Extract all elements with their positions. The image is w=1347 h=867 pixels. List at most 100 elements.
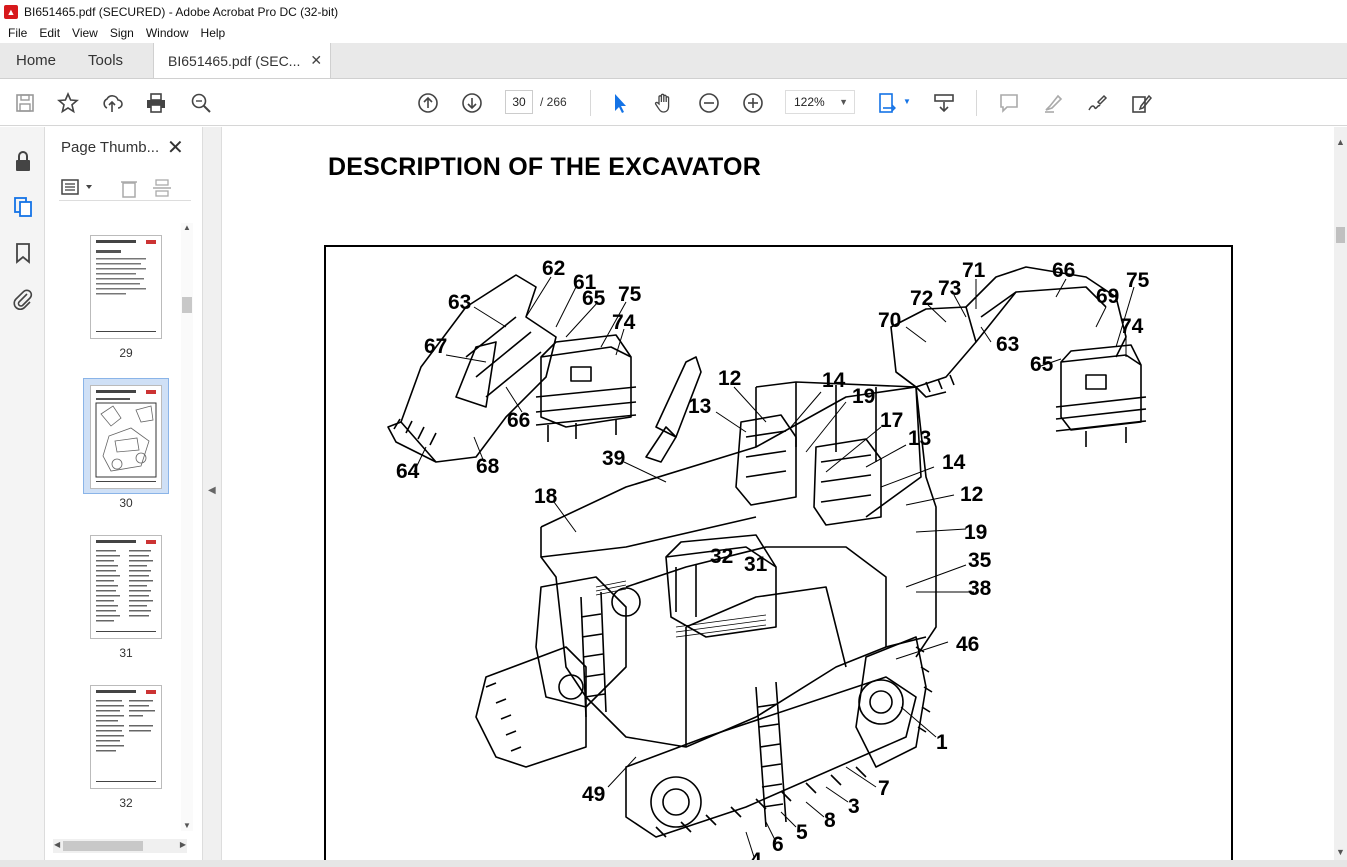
zoom-dropdown[interactable]: 122% ▼ <box>785 90 855 114</box>
zoom-value: 122% <box>794 95 825 109</box>
callout: 64 <box>396 460 420 483</box>
status-bar <box>0 860 1347 867</box>
zoom-search-icon[interactable] <box>189 91 213 115</box>
callout: 46 <box>956 633 979 656</box>
callout: 12 <box>960 483 983 506</box>
acrobat-app-icon: ▲ <box>4 4 18 19</box>
edit-pdf-icon[interactable] <box>1129 91 1153 115</box>
scroll-mode-icon[interactable] <box>932 91 956 115</box>
menu-edit[interactable]: Edit <box>39 26 61 40</box>
scroll-right-icon[interactable]: ▶ <box>179 840 186 849</box>
window-title: BI651465.pdf (SECURED) - Adobe Acrobat P… <box>24 4 339 19</box>
zoom-out-icon[interactable] <box>697 91 721 115</box>
bookmark-star-icon[interactable] <box>56 91 80 115</box>
upload-icon[interactable] <box>100 91 124 115</box>
callout: 75 <box>618 283 642 306</box>
menu-sign[interactable]: Sign <box>109 26 134 40</box>
scroll-up-icon[interactable]: ▲ <box>183 223 191 232</box>
menu-help[interactable]: Help <box>200 26 226 40</box>
scrollbar-thumb[interactable] <box>63 841 143 851</box>
scrollbar-thumb[interactable] <box>1336 227 1345 243</box>
callout: 65 <box>1030 353 1054 376</box>
callout: 32 <box>710 545 733 568</box>
callout: 49 <box>582 783 605 806</box>
callout: 69 <box>1096 285 1119 308</box>
close-panel-icon[interactable]: ✕ <box>167 137 184 159</box>
callout: 63 <box>448 291 471 314</box>
thumbnail-page-29[interactable] <box>90 235 162 339</box>
toolbar <box>0 80 1347 126</box>
chevron-down-icon[interactable]: ▼ <box>903 96 911 106</box>
callout: 4 <box>750 849 762 860</box>
callout: 67 <box>424 335 447 358</box>
lock-icon[interactable] <box>11 149 35 173</box>
bookmark-icon[interactable] <box>11 241 35 265</box>
callout: 3 <box>848 795 860 818</box>
tab-document[interactable]: BI651465.pdf (SEC... ✕ <box>153 43 332 78</box>
thumbnail-page-30[interactable] <box>90 385 162 489</box>
comment-icon[interactable] <box>997 91 1021 115</box>
callout: 6 <box>772 833 784 856</box>
scroll-down-icon[interactable]: ▼ <box>1336 847 1345 857</box>
attachment-icon[interactable] <box>11 287 35 311</box>
delete-icon[interactable] <box>119 178 141 198</box>
tab-document-label: BI651465.pdf (SEC... <box>168 52 301 69</box>
callout: 70 <box>878 309 901 332</box>
thumbnail-label: 30 <box>119 496 133 510</box>
callout: 39 <box>602 447 625 470</box>
menu-window[interactable]: Window <box>145 26 189 40</box>
title-bar: ▲ BI651465.pdf (SECURED) - Adobe Acrobat… <box>0 0 1347 23</box>
print-icon[interactable] <box>144 91 168 115</box>
tab-home[interactable]: Home <box>16 52 57 69</box>
sign-icon[interactable] <box>1085 91 1109 115</box>
callout: 5 <box>796 821 808 844</box>
document-scrollbar[interactable]: ▲ ▼ <box>1334 127 1347 860</box>
prev-page-icon[interactable] <box>416 91 440 115</box>
insert-page-icon[interactable] <box>151 178 173 198</box>
zoom-in-icon[interactable] <box>741 91 765 115</box>
callout: 66 <box>507 409 530 432</box>
menu-view[interactable]: View <box>72 26 98 40</box>
thumbnail-options-icon[interactable] <box>61 178 97 198</box>
panel-title: Page Thumb... <box>61 139 160 156</box>
callout: 63 <box>996 333 1019 356</box>
hand-icon[interactable] <box>652 91 676 115</box>
page-thumbnails-icon[interactable] <box>11 195 35 219</box>
menu-bar: File Edit View Sign Window Help <box>0 23 1347 43</box>
callout: 74 <box>612 311 636 334</box>
thumbnail-scrollbar[interactable]: ▲ ▼ <box>181 223 193 831</box>
callout: 62 <box>542 257 565 280</box>
highlight-icon[interactable] <box>1041 91 1065 115</box>
callout: 13 <box>688 395 711 418</box>
callout: 71 <box>962 259 986 282</box>
left-rail <box>0 127 45 867</box>
select-cursor-icon[interactable] <box>608 91 632 115</box>
save-icon[interactable] <box>13 91 37 115</box>
panel-collapse-strip[interactable]: ◀ <box>202 127 222 860</box>
thumbnail-hscrollbar[interactable]: ◀ ▶ <box>53 839 187 853</box>
fit-page-icon[interactable] <box>876 91 900 115</box>
thumbnail-label: 29 <box>119 346 133 360</box>
scroll-down-icon[interactable]: ▼ <box>183 821 191 830</box>
callout: 61 <box>573 271 597 294</box>
menu-file[interactable]: File <box>8 26 28 40</box>
next-page-icon[interactable] <box>460 91 484 115</box>
close-tab-icon[interactable]: ✕ <box>310 52 323 68</box>
callout: 8 <box>824 809 836 832</box>
callout: 35 <box>968 549 992 572</box>
callout: 31 <box>744 553 768 576</box>
document-view[interactable]: DESCRIPTION OF THE EXCAVATOR <box>222 127 1334 860</box>
thumbnail-page-31[interactable] <box>90 535 162 639</box>
toolbar-separator <box>590 90 591 116</box>
scroll-up-icon[interactable]: ▲ <box>1336 137 1345 147</box>
callout: 1 <box>936 731 948 754</box>
collapse-panel-icon[interactable]: ◀ <box>208 485 216 496</box>
page-number-input[interactable]: 30 <box>505 90 533 114</box>
callout: 18 <box>534 485 558 508</box>
chevron-down-icon: ▼ <box>839 97 848 107</box>
excavator-drawing: 62 61 65 75 63 74 67 66 64 68 71 66 75 7… <box>387 257 1150 860</box>
scroll-left-icon[interactable]: ◀ <box>54 840 61 849</box>
scrollbar-thumb[interactable] <box>182 297 192 313</box>
tab-tools[interactable]: Tools <box>88 52 124 69</box>
thumbnail-page-32[interactable] <box>90 685 162 789</box>
